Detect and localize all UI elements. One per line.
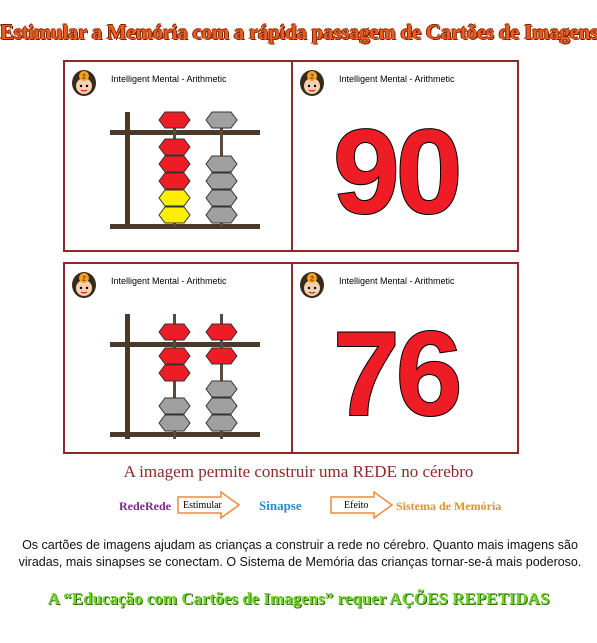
card-row-1: 2 Intelligent Mental - Arithmetic	[63, 60, 519, 252]
abacus-bead	[158, 323, 191, 341]
abacus-bead	[158, 155, 191, 173]
abacus-bead	[158, 364, 191, 382]
abacus-card-1[interactable]: 2 Intelligent Mental - Arithmetic	[65, 62, 291, 250]
abacus-bead	[158, 206, 191, 224]
abacus-bead	[158, 138, 191, 156]
arrow-label-estimular: Estimular	[183, 500, 222, 511]
svg-text:2: 2	[82, 277, 86, 283]
abacus-bead	[205, 397, 238, 415]
flow-step-memoria: Sistema de Memória	[396, 499, 502, 513]
abacus-illustration	[110, 314, 260, 439]
mascot-logo-icon: 2	[72, 70, 96, 99]
abacus-bead	[205, 380, 238, 398]
abacus-bead	[205, 206, 238, 224]
svg-text:2: 2	[82, 75, 86, 81]
number-card-1[interactable]: 2 Intelligent Mental - Arithmetic 90	[293, 62, 517, 250]
network-subtitle: A imagem permite construir uma REDE no c…	[123, 462, 474, 481]
abacus-bead	[205, 347, 238, 365]
mascot-logo-icon: 2	[72, 272, 96, 298]
abacus-bead	[205, 189, 238, 207]
flash-number: 90	[332, 105, 464, 239]
abacus-bead	[205, 414, 238, 432]
abacus-bead	[158, 414, 191, 432]
abacus-illustration	[110, 111, 260, 229]
abacus-bead	[158, 172, 191, 190]
flash-number: 76	[332, 307, 464, 441]
mascot-logo-icon: 2	[300, 70, 324, 96]
abacus-bead	[158, 111, 191, 129]
slogan: A “Educação com Cartões de Imagens” requ…	[47, 589, 550, 608]
card-brand-label: Intelligent Mental - Arithmetic	[111, 74, 227, 84]
arrow-icon	[177, 491, 241, 519]
svg-text:2: 2	[310, 277, 314, 283]
page-title: Estimular a Memória com a rápida passage…	[0, 20, 597, 44]
mascot-logo-icon: 2	[300, 272, 324, 298]
svg-text:2: 2	[310, 75, 314, 81]
abacus-bead	[205, 172, 238, 190]
abacus-bead	[158, 189, 191, 207]
card-brand-label: Intelligent Mental - Arithmetic	[339, 276, 455, 286]
abacus-bead	[205, 155, 238, 173]
card-brand-label: Intelligent Mental - Arithmetic	[339, 74, 455, 84]
abacus-bead	[205, 111, 238, 129]
description-paragraph: Os cartões de imagens ajudam as crianças…	[18, 538, 582, 569]
flow-step-rede: RedeRede	[119, 499, 171, 513]
abacus-card-2[interactable]: 2 Intelligent Mental - Arithmetic	[65, 264, 291, 452]
arrow-label-efeito: Efeito	[344, 500, 369, 511]
number-card-2[interactable]: 2 Intelligent Mental - Arithmetic 76	[293, 264, 517, 452]
abacus-bead	[158, 347, 191, 365]
arrow-icon	[330, 491, 394, 519]
abacus-bead	[158, 397, 191, 415]
card-row-2: 2 Intelligent Mental - Arithmetic	[63, 262, 519, 454]
abacus-bead	[205, 323, 238, 341]
flow-step-sinapse: Sinapse	[259, 498, 302, 513]
card-brand-label: Intelligent Mental - Arithmetic	[111, 276, 227, 286]
